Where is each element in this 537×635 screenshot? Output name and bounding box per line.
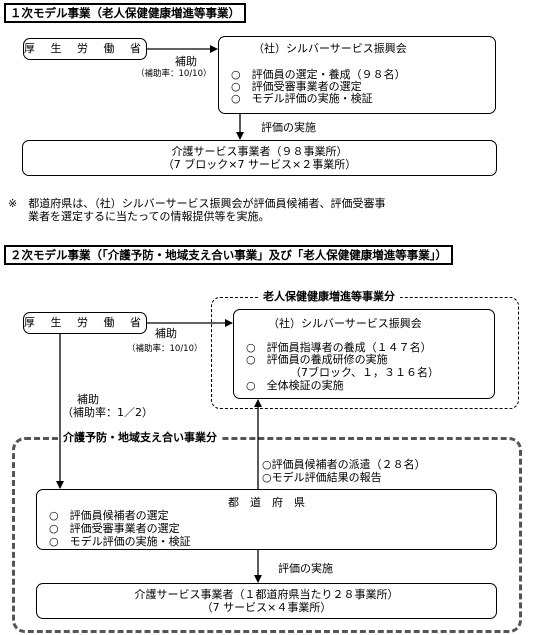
section2-provider-line1: 介護サービス事業者（１都道府県当たり２８事業所）	[134, 588, 399, 601]
section1-provider-line2: （7 ブロック×7 サービス×２事業所）	[162, 158, 357, 171]
section2-eval-label: 評価の実施	[278, 562, 333, 575]
section1-silver-box: （社）シルバーサービス振興会 ○ 評価員の選定・養成（９８名） ○ 評価受審事業…	[218, 36, 496, 114]
prefecture-box: 都 道 府 県 ○ 評価員候補者の選定 ○ 評価受審事業者の選定 ○ モデル評価…	[36, 489, 497, 550]
section1-silver-item: ○ 評価員の選定・養成（９８名）	[231, 68, 406, 81]
section2-silver-title: （社）シルバーサービス振興会	[268, 317, 422, 330]
section2-provider-line2: （7 サービス×４事業所）	[201, 601, 332, 614]
section2-title: ２次モデル事業（「介護予防・地域支え合い事業」及び「老人保健健康増進等事業」）	[4, 245, 453, 265]
section1-ministry-label: 厚 生 労 働 省	[24, 42, 147, 55]
section2-subsidy-rate-2: （補助率：1／2）	[62, 406, 153, 419]
section2-provider-box: 介護サービス事業者（１都道府県当たり２８事業所） （7 サービス×４事業所）	[36, 583, 497, 619]
section2-silver-item: ○ 全体検証の実施	[246, 379, 344, 392]
section1-provider-line1: 介護サービス事業者（９８事業所）	[171, 145, 348, 158]
section2-silver-item: ○ 評価員の養成研修の実施	[246, 353, 388, 366]
section1-title: １次モデル事業（老人保健健康増進等事業）	[4, 3, 246, 23]
section1-silver-item: ○ 評価受審事業者の選定	[231, 80, 362, 93]
section1-note-line2: 業者を選定するに当たっての情報提供等を実施。	[28, 210, 270, 223]
prefecture-title: 都 道 府 県	[228, 496, 305, 509]
section2-silver-box: （社）シルバーサービス振興会 ○ 評価員指導者の養成（１４７名） ○ 評価員の養…	[233, 309, 495, 399]
section2-ministry-box: 厚 生 労 働 省	[23, 312, 147, 334]
section2-subsidy-rate-1: （補助率：10/10）	[127, 344, 203, 354]
upward-item: ○モデル評価結果の報告	[262, 471, 382, 484]
section1-subsidy-label: 補助	[175, 55, 197, 68]
kaigo-group-label: 介護予防・地域支え合い事業分	[58, 431, 222, 444]
upward-item: ○評価員候補者の派遣（２８名）	[262, 458, 426, 471]
prefecture-item: ○ モデル評価の実施・検証	[49, 535, 191, 548]
section2-subsidy-label-2: 補助	[77, 393, 99, 406]
prefecture-item: ○ 評価員候補者の選定	[49, 509, 169, 522]
section1-silver-item: ○ モデル評価の実施・検証	[231, 92, 373, 105]
roken-group-label: 老人保健健康増進等事業分	[258, 290, 400, 303]
section1-ministry-box: 厚 生 労 働 省	[23, 38, 147, 60]
section1-eval-label: 評価の実施	[261, 121, 316, 134]
section2-silver-item: （7ブロック、１，３１６名）	[290, 366, 440, 379]
section1-silver-title: （社）シルバーサービス振興会	[253, 42, 407, 55]
section2-silver-item: ○ 評価員指導者の養成（１４７名）	[246, 341, 432, 354]
section2-subsidy-label-1: 補助	[155, 327, 177, 340]
prefecture-item: ○ 評価受審事業者の選定	[49, 522, 180, 535]
section1-note-line1: ※ 都道府県は、（社）シルバーサービス振興会が評価員候補者、評価受審事	[8, 197, 386, 210]
section2-ministry-label: 厚 生 労 働 省	[24, 316, 147, 329]
section1-subsidy-rate: （補助率：10/10）	[136, 69, 212, 79]
section1-provider-box: 介護サービス事業者（９８事業所） （7 ブロック×7 サービス×２事業所）	[22, 140, 497, 176]
kaigo-group-frame	[12, 437, 522, 633]
